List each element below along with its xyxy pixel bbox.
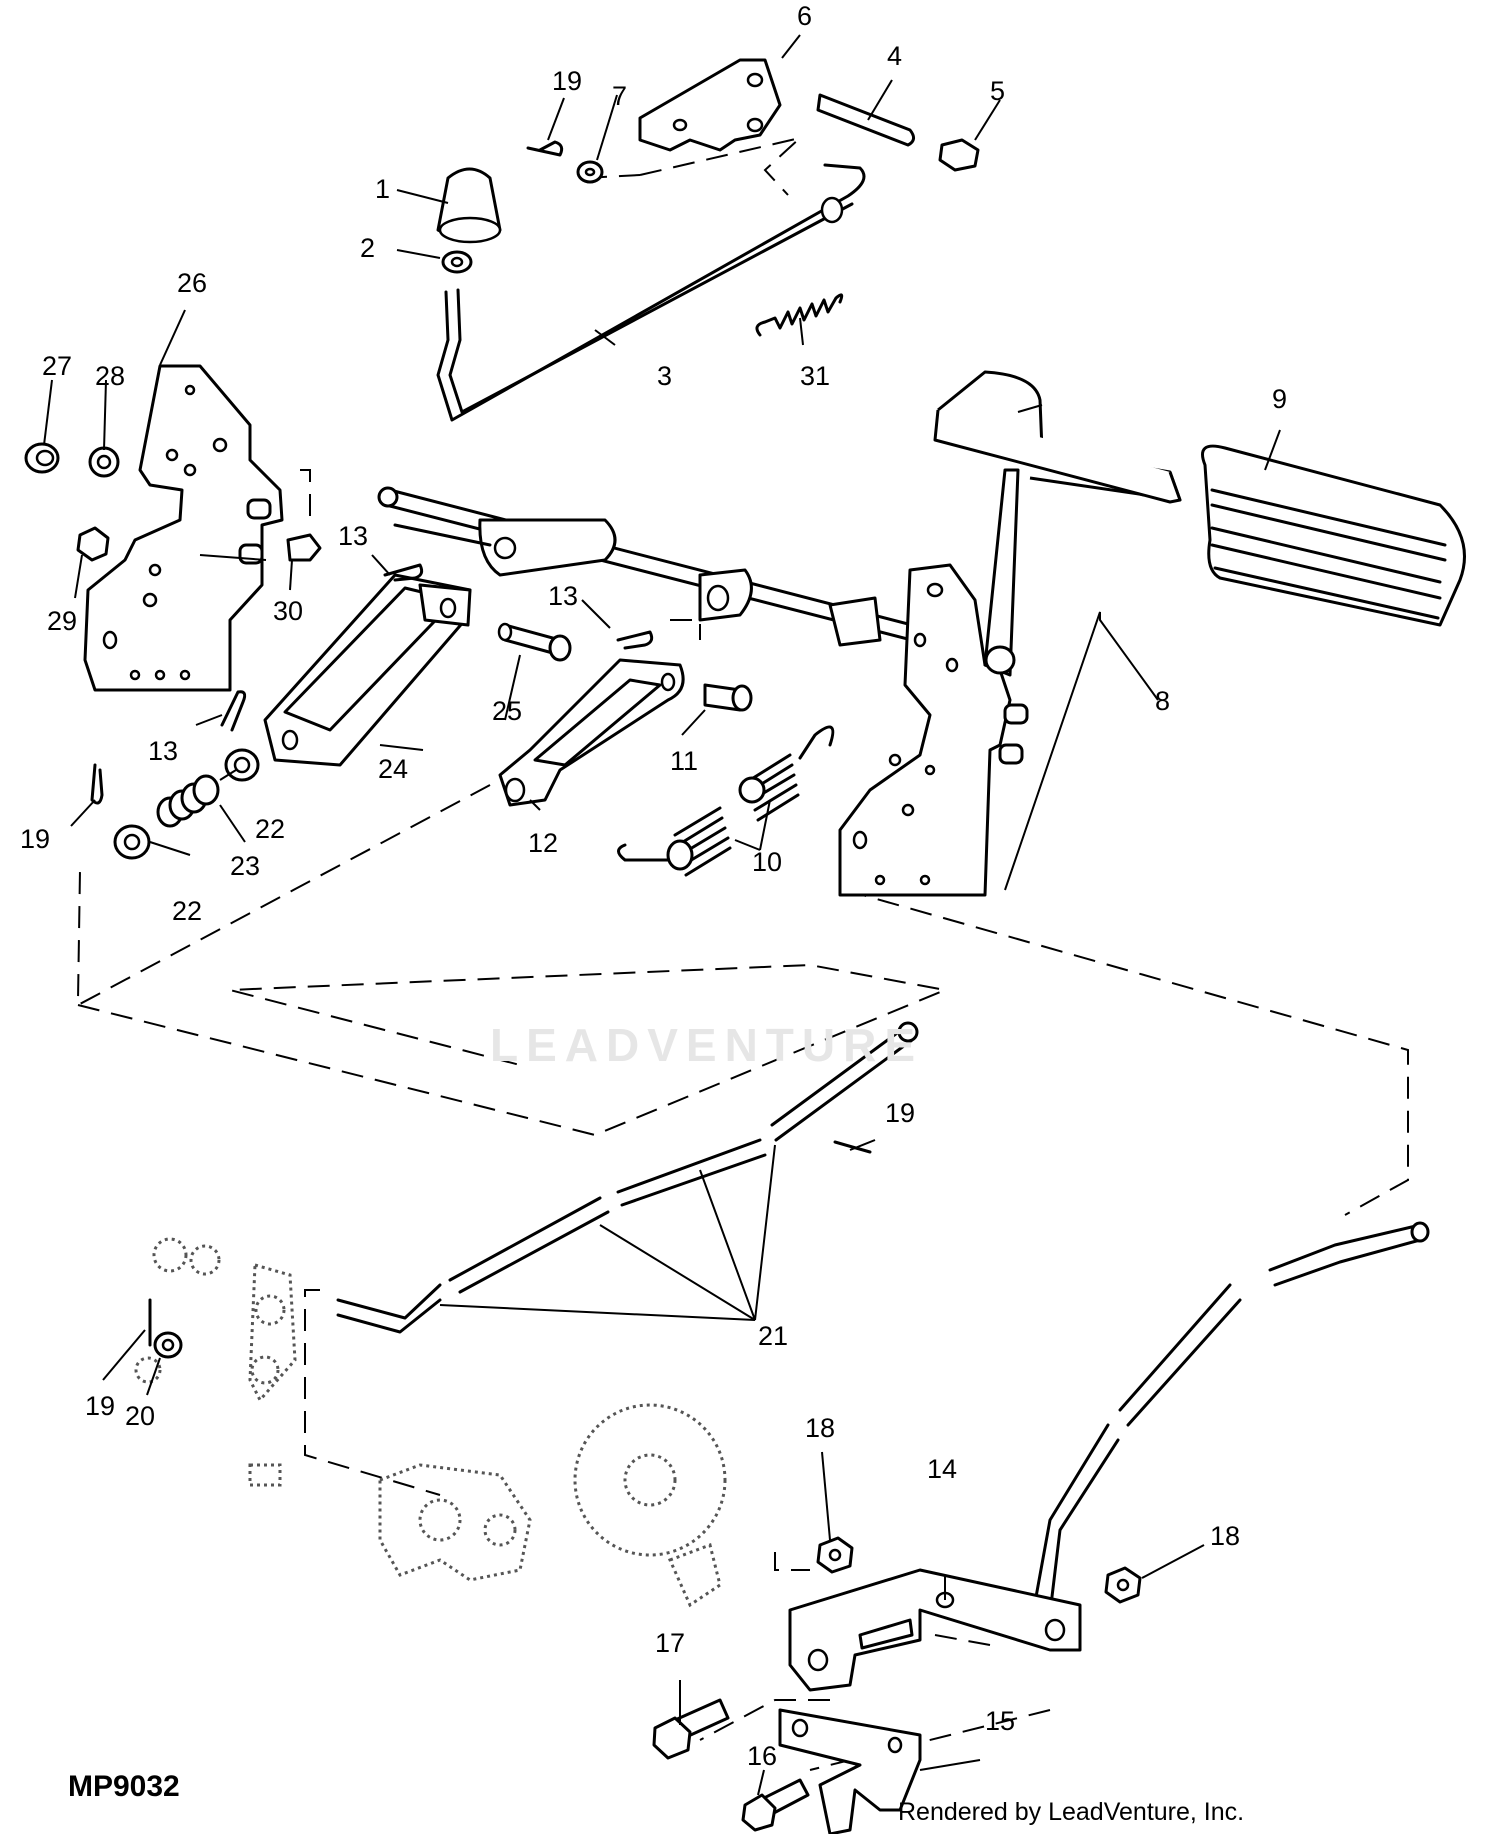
part-washer-20 <box>153 1331 183 1359</box>
callout-20: 20 <box>125 1401 155 1431</box>
callout-13-b: 13 <box>548 581 578 611</box>
callout-13-a: 13 <box>338 521 368 551</box>
leader-lines <box>43 34 1281 1796</box>
callout-1: 1 <box>375 174 390 204</box>
part-bolt-11 <box>703 683 753 712</box>
part-bolt-30 <box>286 533 322 562</box>
part-washer-7 <box>576 160 604 184</box>
callout-31: 31 <box>800 361 830 391</box>
part-washer-22b <box>113 824 151 860</box>
callout-5: 5 <box>990 76 1005 106</box>
part-cotter-pin-13c <box>220 690 247 732</box>
part-spring-31 <box>755 293 844 337</box>
callout-12: 12 <box>528 828 558 858</box>
part-nut-27 <box>24 442 60 474</box>
render-credit-text: Rendered by LeadVenture, Inc. <box>898 1798 1245 1826</box>
callout-21: 21 <box>758 1321 788 1351</box>
callout-3: 3 <box>657 361 672 391</box>
part-nut-29 <box>76 526 110 562</box>
part-nut-5 <box>938 138 980 172</box>
callout-19-lower: 19 <box>85 1391 115 1421</box>
callout-4: 4 <box>887 41 902 71</box>
part-link-24 <box>263 573 472 767</box>
part-washer-2 <box>441 250 473 274</box>
callout-7: 7 <box>612 81 627 111</box>
part-bolt-16 <box>741 1778 810 1832</box>
callout-10: 10 <box>752 847 782 877</box>
ghost-transmission <box>134 1237 727 1608</box>
callout-17: 17 <box>655 1628 685 1658</box>
callout-30: 30 <box>273 596 303 626</box>
part-cotter-pin-19-left <box>90 763 104 805</box>
callout-22-a: 22 <box>255 814 285 844</box>
assembly-dashed-lines <box>77 136 1409 1771</box>
callout-labels: 1 2 3 4 5 6 7 8 9 10 11 12 13 13 13 14 1… <box>20 1 1287 1771</box>
callout-18-top: 18 <box>805 1413 835 1443</box>
part-nut-18-top <box>816 1536 854 1574</box>
part-cotter-pin-13b <box>616 630 654 650</box>
part-shift-rod <box>436 163 866 422</box>
part-cotter-pin-top <box>526 140 564 157</box>
callout-19-top: 19 <box>552 66 582 96</box>
part-cotter-pin-13a <box>383 563 424 582</box>
part-bracket-6 <box>638 58 782 152</box>
callout-27: 27 <box>42 351 72 381</box>
part-cotter-pin-19-right <box>833 1140 872 1154</box>
callout-28: 28 <box>95 361 125 391</box>
part-pin-4 <box>816 93 915 147</box>
part-side-plate-left <box>83 364 284 692</box>
callout-22-b: 22 <box>172 896 202 926</box>
callout-23: 23 <box>230 851 260 881</box>
callout-9: 9 <box>1272 384 1287 414</box>
part-washer-28 <box>88 446 120 478</box>
callout-15: 15 <box>985 1706 1015 1736</box>
part-linkage-rod <box>336 1021 1430 1632</box>
part-bolt-17 <box>652 1698 730 1760</box>
part-washer-22a <box>224 748 260 782</box>
callout-18-right: 18 <box>1210 1521 1240 1551</box>
part-cross-shaft <box>377 486 972 657</box>
part-side-plate-right <box>838 563 1029 897</box>
watermark-text: LEADVENTURE <box>490 1019 924 1071</box>
callout-19-right: 19 <box>885 1098 915 1128</box>
part-spring-23 <box>156 774 220 828</box>
part-pedal-arm <box>933 370 1182 677</box>
callout-19-left: 19 <box>20 824 50 854</box>
part-pedal-pad <box>1201 444 1466 627</box>
callout-6: 6 <box>797 1 812 31</box>
diagram-id-label: MP9032 <box>68 1770 180 1803</box>
callout-26: 26 <box>177 268 207 298</box>
callout-14: 14 <box>927 1454 957 1484</box>
callout-2: 2 <box>360 233 375 263</box>
callout-13-c: 13 <box>148 736 178 766</box>
callout-8: 8 <box>1155 686 1170 716</box>
part-link-12 <box>498 658 685 807</box>
part-nut-18-right <box>1104 1566 1142 1604</box>
part-spring-10-lower <box>617 806 732 877</box>
part-bolt-25 <box>497 622 572 662</box>
part-knob <box>436 167 502 244</box>
part-spring-10-upper <box>738 725 835 822</box>
callout-24: 24 <box>378 754 408 784</box>
part-bracket-15 <box>778 1708 922 1834</box>
callout-29: 29 <box>47 606 77 636</box>
callout-16: 16 <box>747 1741 777 1771</box>
callout-25: 25 <box>492 696 522 726</box>
callout-11: 11 <box>670 746 698 776</box>
